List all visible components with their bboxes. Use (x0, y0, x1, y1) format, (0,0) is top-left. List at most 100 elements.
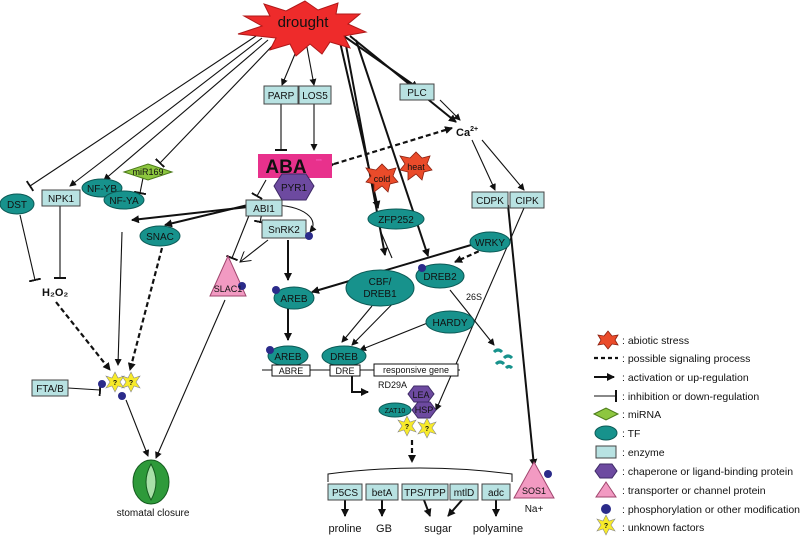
legend-abiotic-icon (597, 330, 619, 350)
nfyb-label: NF-YB (87, 184, 117, 195)
edge-nfya-unknown (114, 231, 123, 366)
calcium-label: Ca2+ (456, 126, 478, 139)
snac-label: SNAC (146, 232, 174, 243)
edge-dst-h2o2 (19, 214, 42, 283)
cdpk-box (471, 191, 509, 209)
dst-node (0, 193, 35, 215)
dreb2-label: DREB2 (423, 272, 457, 283)
hardy-node (425, 310, 475, 334)
pyr1-shape (273, 173, 315, 201)
areb-promoter-phospho (266, 346, 274, 354)
parp-box (263, 85, 299, 105)
legend-phospho-icon (601, 504, 611, 514)
hsp-shape (411, 401, 437, 419)
legend-enzyme-icon (595, 445, 617, 459)
svg-text:?: ? (113, 380, 117, 387)
zfp252-label: ZFP252 (378, 215, 414, 226)
los5-label: LOS5 (302, 91, 328, 102)
abre-label: ABRE (279, 366, 304, 376)
sugar-label: sugar (424, 523, 452, 535)
edge-h2o2-unknown (55, 301, 111, 371)
aba-superscript: *** (316, 159, 322, 165)
adc-box (481, 483, 511, 501)
cipk-box (509, 191, 545, 209)
lea-label: LEA (412, 390, 429, 400)
fta-label: FTA/B (36, 384, 64, 395)
mtld-label: mtlD (454, 488, 475, 499)
edge-drought-dst (25, 35, 257, 192)
polyamine-label: polyamine (473, 523, 523, 535)
legend-transporter-icon (595, 481, 617, 498)
edge-cipk-sos1 (507, 204, 538, 467)
npk1-label: NPK1 (48, 194, 75, 205)
mir169-label: miR169 (132, 167, 163, 177)
parp-label: PARP (268, 91, 295, 102)
cipk-label: CIPK (515, 196, 539, 207)
edge-wrky-dreb2 (454, 246, 487, 264)
hsp-label: HSP (415, 405, 434, 415)
heat-star (399, 151, 433, 181)
edge-drought-los5 (305, 41, 317, 86)
edge-fta-unknown (67, 383, 102, 397)
slac1-label: SLAC1 (214, 284, 243, 294)
edge-abi1-slac1 (226, 212, 251, 262)
legend-activation-label: : activation or up-regulation (622, 372, 749, 384)
beta-label: betA (372, 488, 393, 499)
edge-unknown-stomata (125, 399, 150, 457)
proline-label: proline (328, 523, 361, 535)
hardy-label: HARDY (432, 318, 467, 329)
legend: : abiotic stress : possible signaling pr… (592, 330, 800, 536)
abi1-label: ABI1 (253, 204, 275, 215)
stomatal-closure-label: stomatal closure (117, 508, 190, 519)
edge-aba-abi1 (251, 179, 267, 200)
legend-transporter-label: : transporter or channel protein (622, 485, 766, 497)
svg-text:?: ? (405, 424, 409, 431)
p5cs-box (327, 483, 363, 501)
legend-inhibition-label: : inhibition or down-regulation (622, 391, 759, 403)
dst-label: DST (7, 200, 27, 211)
edges (19, 31, 538, 517)
edge-zfp252 (379, 229, 393, 259)
edge-snac-unknown (127, 247, 164, 371)
abi1-box (245, 199, 283, 217)
edge-drought-npk1 (69, 37, 263, 187)
dreb1-label: DREB1 (363, 289, 397, 300)
legend-tf-label: : TF (622, 428, 640, 440)
snrk2-label: SnRK2 (268, 225, 300, 236)
edge-drought-ca (349, 35, 457, 123)
legend-chaperone-icon (594, 463, 618, 479)
tps-box (401, 483, 449, 501)
wrky-label: WRKY (475, 238, 505, 249)
wrky-node (469, 231, 511, 253)
edge-drought-nfyb (103, 39, 269, 181)
edge-hardy-dreb (359, 321, 431, 352)
legend-enzyme-label: : enzyme (622, 447, 665, 459)
sos1-label: SOS1 (522, 486, 546, 496)
areb-promoter-label: AREB (274, 352, 302, 363)
pyr1-label: PYR1 (281, 183, 308, 194)
dreb-label: DREB (330, 352, 358, 363)
legend-abiotic-label: : abiotic stress (622, 335, 689, 347)
areb-label: AREB (280, 294, 308, 305)
nfya-node (103, 190, 145, 210)
npk1-box (41, 189, 81, 207)
mir169-shape (122, 163, 174, 181)
drought-label: drought (278, 14, 330, 31)
26s-label: 26S (466, 292, 482, 302)
legend-unknown-q: ? (604, 523, 608, 530)
edge-mtld-sugar (447, 499, 463, 517)
degradation-fragments (492, 348, 514, 370)
stomata-icon (132, 459, 170, 505)
dre-box (329, 364, 361, 377)
legend-chaperone-label: : chaperone or ligand-binding protein (622, 466, 793, 478)
areb-node (273, 286, 315, 310)
cbf-label: CBF/ (369, 277, 392, 288)
legend-mirna-icon (592, 407, 620, 421)
mtld-box (449, 483, 479, 501)
edge-mir169-nfya (133, 177, 147, 196)
legend-unknown-icon (596, 514, 616, 536)
unknown-middle: ? ? (397, 415, 437, 439)
edge-dre-rd29a (351, 375, 369, 396)
svg-text:?: ? (129, 380, 133, 387)
